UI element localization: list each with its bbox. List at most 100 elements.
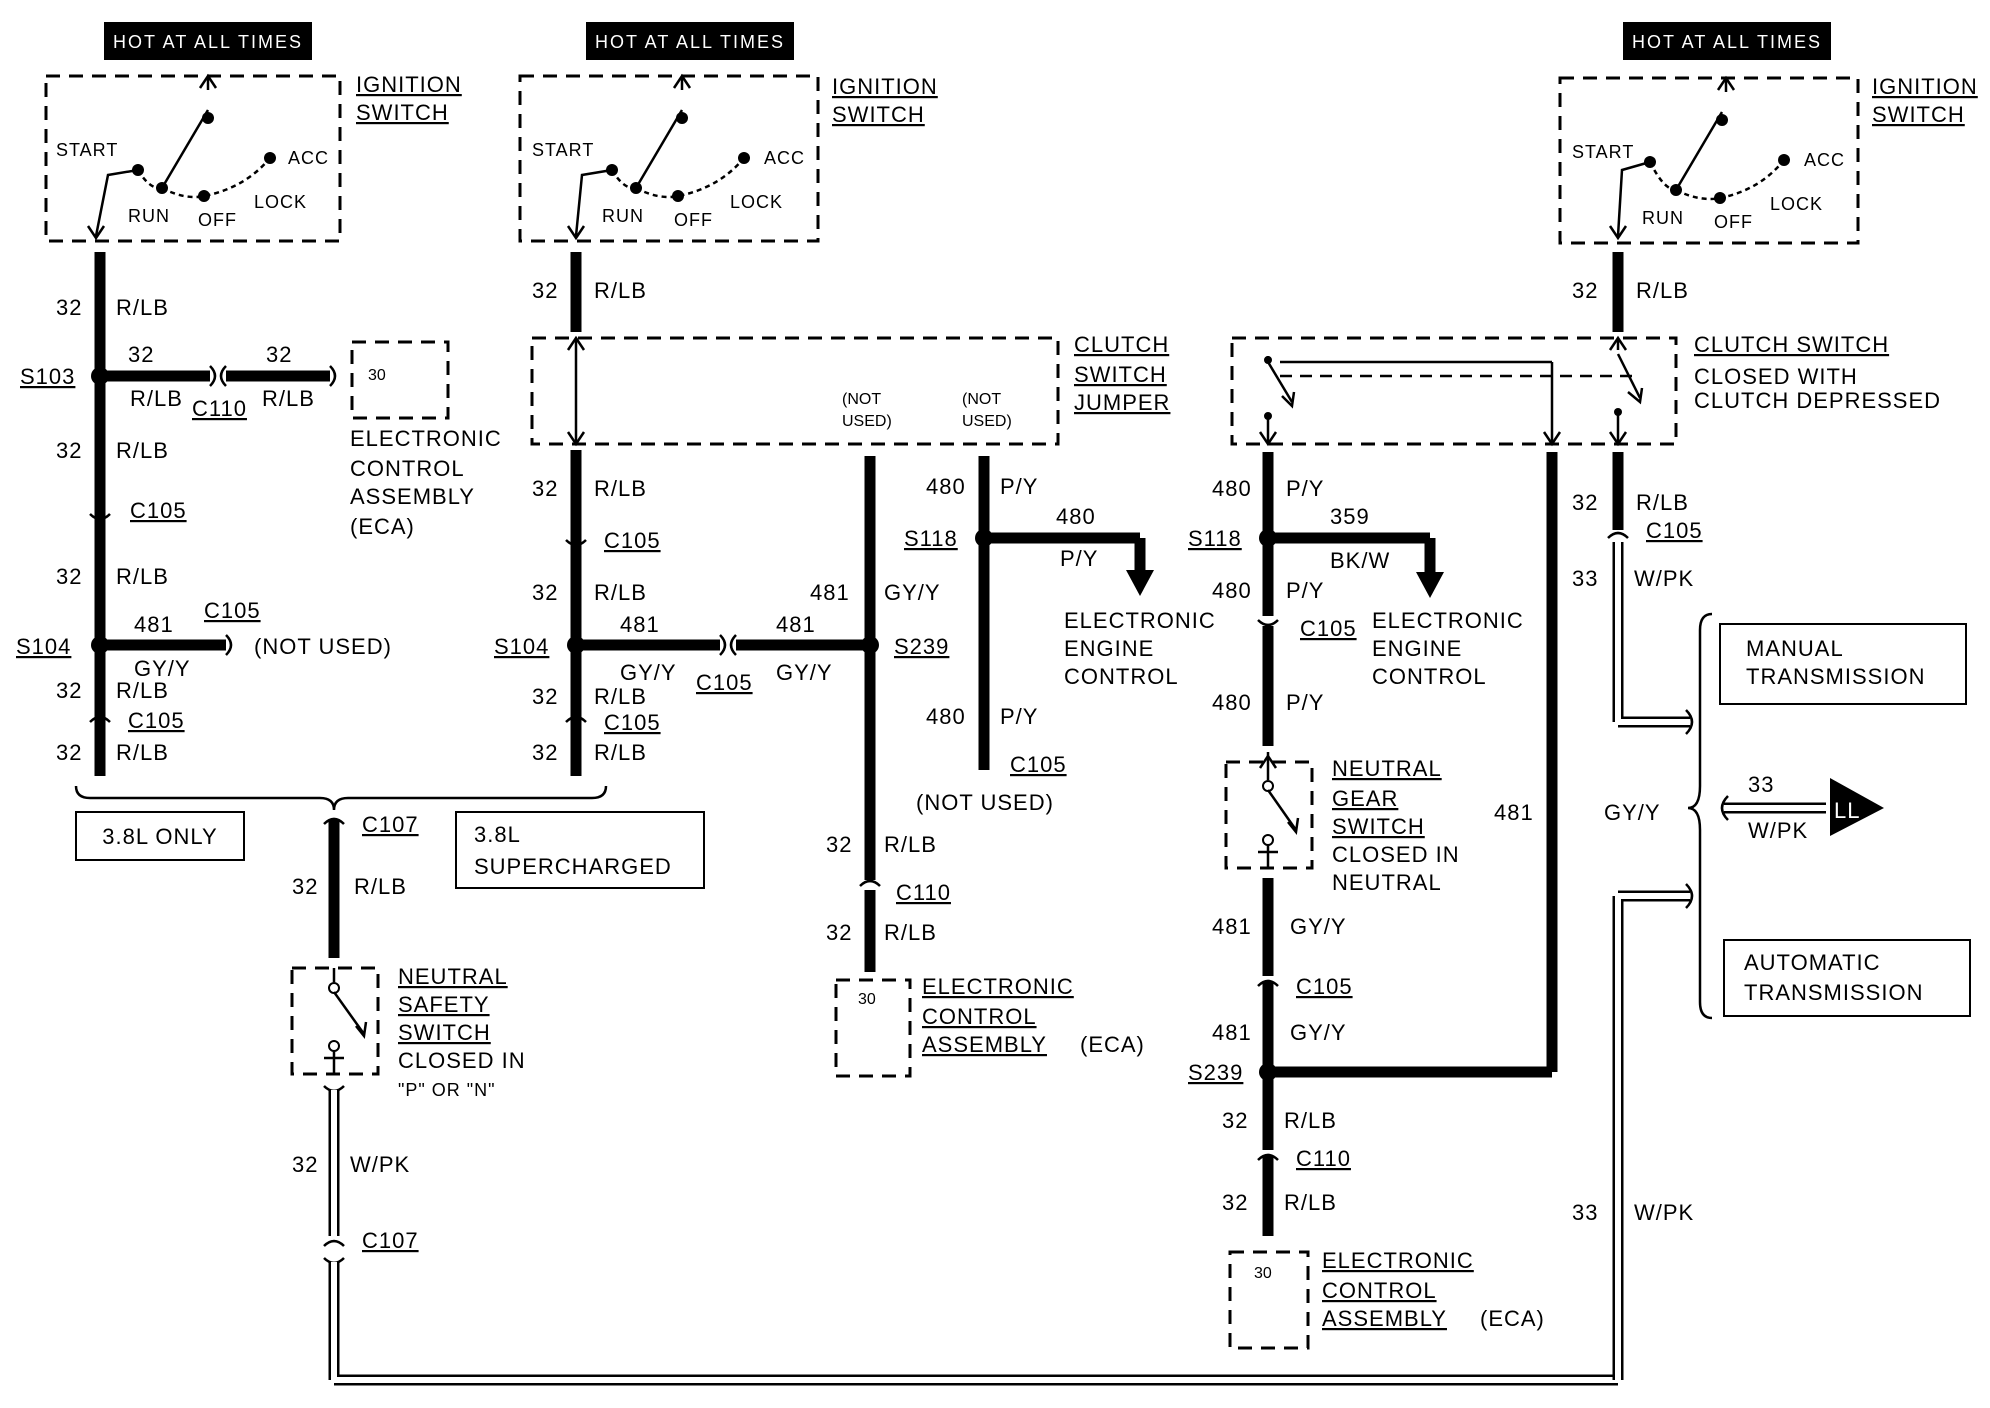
svg-text:C110: C110 <box>1296 1146 1351 1171</box>
svg-text:33: 33 <box>1748 772 1774 797</box>
svg-text:R/LB: R/LB <box>594 580 647 605</box>
svg-text:S239: S239 <box>894 634 949 659</box>
svg-text:GY/Y: GY/Y <box>884 580 941 605</box>
svg-text:ASSEMBLY: ASSEMBLY <box>922 1032 1047 1057</box>
svg-text:32: 32 <box>532 476 558 501</box>
svg-text:NEUTRAL: NEUTRAL <box>398 964 508 989</box>
svg-text:30: 30 <box>368 367 386 384</box>
svg-text:NEUTRAL: NEUTRAL <box>1332 756 1442 781</box>
svg-text:C105: C105 <box>696 670 753 695</box>
eca-box-2: 30 ELECTRONIC CONTROL ASSEMBLY (ECA) <box>834 974 1144 1078</box>
svg-text:R/LB: R/LB <box>594 278 647 303</box>
svg-text:CONTROL: CONTROL <box>350 456 465 481</box>
svg-text:R/LB: R/LB <box>594 476 647 501</box>
svg-text:(NOT USED): (NOT USED) <box>254 634 392 659</box>
second-circuit: 32 R/LB CLUTCH SWITCH JUMPER 32 R/LB C10… <box>494 252 1170 776</box>
svg-text:ACC: ACC <box>1804 150 1845 170</box>
svg-text:JUMPER: JUMPER <box>1074 390 1170 415</box>
svg-text:S103: S103 <box>20 364 75 389</box>
svg-text:ELECTRONIC: ELECTRONIC <box>922 974 1074 999</box>
svg-text:32: 32 <box>826 832 852 857</box>
svg-text:481: 481 <box>776 612 816 637</box>
svg-text:33: 33 <box>1572 566 1598 591</box>
svg-text:"P" OR "N": "P" OR "N" <box>398 1080 496 1100</box>
clutch-switch-box: 32 R/LB CLUTCH SWITCH CLOSED WITH CLUTCH… <box>1230 252 1940 447</box>
svg-text:481: 481 <box>134 612 174 637</box>
svg-text:32: 32 <box>292 874 318 899</box>
svg-text:ELECTRONIC: ELECTRONIC <box>350 426 502 451</box>
svg-text:START: START <box>1572 142 1634 162</box>
svg-text:P/Y: P/Y <box>1000 474 1038 499</box>
svg-text:480: 480 <box>1212 690 1252 715</box>
svg-text:S104: S104 <box>494 634 549 659</box>
eca-box-3: 30 ELECTRONIC CONTROL ASSEMBLY (ECA) <box>1228 1248 1545 1350</box>
svg-text:32: 32 <box>56 295 82 320</box>
svg-text:R/LB: R/LB <box>1636 490 1689 515</box>
svg-text:R/LB: R/LB <box>130 386 183 411</box>
svg-text:IGNITION: IGNITION <box>356 72 462 97</box>
svg-text:32: 32 <box>56 678 82 703</box>
svg-text:HOT AT ALL TIMES: HOT AT ALL TIMES <box>1632 32 1822 52</box>
svg-text:C105: C105 <box>1296 974 1353 999</box>
svg-text:W/PK: W/PK <box>1634 566 1694 591</box>
svg-text:P/Y: P/Y <box>1000 704 1038 729</box>
svg-text:SWITCH: SWITCH <box>356 100 449 125</box>
svg-text:LOCK: LOCK <box>1770 194 1823 214</box>
svg-text:P/Y: P/Y <box>1286 690 1324 715</box>
svg-text:32: 32 <box>56 564 82 589</box>
svg-text:GY/Y: GY/Y <box>620 660 677 685</box>
svg-text:AUTOMATIC: AUTOMATIC <box>1744 950 1881 975</box>
header-hot-2: HOT AT ALL TIMES <box>586 22 794 60</box>
svg-text:R/LB: R/LB <box>262 386 315 411</box>
svg-text:32: 32 <box>532 278 558 303</box>
svg-text:(NOT: (NOT <box>962 391 1001 408</box>
svg-text:32: 32 <box>1572 490 1598 515</box>
svg-text:TRANSMISSION: TRANSMISSION <box>1744 980 1923 1005</box>
svg-text:(ECA): (ECA) <box>1480 1306 1545 1331</box>
svg-text:SUPERCHARGED: SUPERCHARGED <box>474 854 672 879</box>
svg-text:W/PK: W/PK <box>1634 1200 1694 1225</box>
svg-text:481: 481 <box>810 580 850 605</box>
svg-text:OFF: OFF <box>1714 212 1753 232</box>
svg-text:R/LB: R/LB <box>1284 1108 1337 1133</box>
svg-text:CONTROL: CONTROL <box>1064 664 1179 689</box>
svg-text:GY/Y: GY/Y <box>776 660 833 685</box>
svg-text:LL: LL <box>1834 798 1860 823</box>
svg-text:32: 32 <box>292 1152 318 1177</box>
svg-text:32: 32 <box>1572 278 1598 303</box>
svg-text:SWITCH: SWITCH <box>1872 102 1965 127</box>
svg-text:RUN: RUN <box>128 206 170 226</box>
svg-text:(NOT USED): (NOT USED) <box>916 790 1054 815</box>
svg-text:C105: C105 <box>1300 616 1357 641</box>
svg-text:30: 30 <box>1254 1265 1272 1282</box>
svg-text:480: 480 <box>926 474 966 499</box>
svg-text:SWITCH: SWITCH <box>832 102 925 127</box>
svg-text:32: 32 <box>532 740 558 765</box>
svg-text:R/LB: R/LB <box>354 874 407 899</box>
svg-text:C105: C105 <box>128 708 185 733</box>
ignition-switch-3: START RUN OFF ACC LOCK IGNITION SWITCH <box>1558 74 1977 245</box>
svg-text:R/LB: R/LB <box>1636 278 1689 303</box>
svg-text:ENGINE: ENGINE <box>1064 636 1154 661</box>
svg-text:32: 32 <box>1222 1190 1248 1215</box>
svg-text:GY/Y: GY/Y <box>134 656 191 681</box>
svg-text:480: 480 <box>1212 476 1252 501</box>
svg-text:ACC: ACC <box>288 148 329 168</box>
svg-text:481: 481 <box>1212 914 1252 939</box>
svg-text:481: 481 <box>620 612 660 637</box>
svg-text:481: 481 <box>1212 1020 1252 1045</box>
svg-text:START: START <box>532 140 594 160</box>
svg-text:CONTROL: CONTROL <box>922 1004 1037 1029</box>
svg-text:S118: S118 <box>1188 526 1242 551</box>
svg-text:GEAR: GEAR <box>1332 786 1398 811</box>
svg-text:32: 32 <box>128 342 154 367</box>
svg-text:C105: C105 <box>130 498 187 523</box>
svg-text:ENGINE: ENGINE <box>1372 636 1462 661</box>
svg-text:32: 32 <box>266 342 292 367</box>
svg-text:LOCK: LOCK <box>254 192 307 212</box>
svg-text:MANUAL: MANUAL <box>1746 636 1844 661</box>
svg-text:W/PK: W/PK <box>1748 818 1808 843</box>
svg-text:SAFETY: SAFETY <box>398 992 490 1017</box>
svg-text:CONTROL: CONTROL <box>1372 664 1487 689</box>
svg-text:32: 32 <box>56 438 82 463</box>
